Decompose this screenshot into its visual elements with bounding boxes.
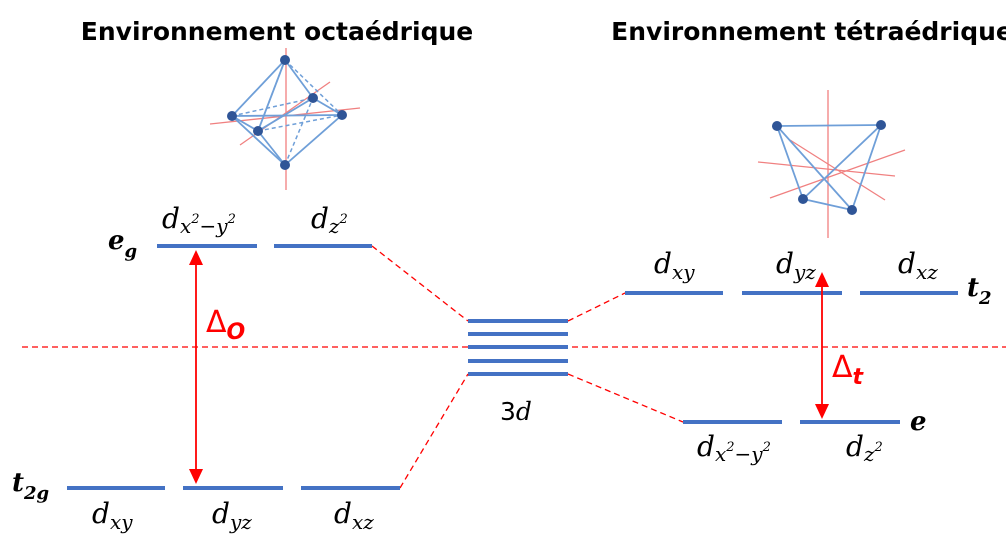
connector-t2g xyxy=(399,373,469,489)
e-orbital-z2: dz2 xyxy=(846,430,883,466)
t2g-orbital-yz: dyz xyxy=(212,497,252,534)
t2g-orbital-xy: dxy xyxy=(92,497,133,534)
e-orbital-x2y2: dx2−y2 xyxy=(697,430,771,466)
center-3d-levels xyxy=(468,319,568,376)
connector-e xyxy=(567,373,684,423)
connector-t2 xyxy=(567,292,626,322)
eg-orbital-x2y2: dx2−y2 xyxy=(162,202,236,238)
3d-label: 3d xyxy=(500,397,532,426)
t2g-orbital-xz: dxz xyxy=(334,497,374,534)
e-label: e xyxy=(910,407,927,437)
eg-label: eg xyxy=(108,226,137,262)
delta-o-arrow xyxy=(189,250,203,484)
eg-orbital-z2: dz2 xyxy=(311,202,348,238)
delta-t-label: Δt xyxy=(832,350,865,390)
delta-o-label: ΔO xyxy=(206,305,245,345)
tetrahedron-illustration xyxy=(757,90,906,238)
connector-eg xyxy=(371,245,469,322)
tetrahedral-title: Environnement tétraédrique xyxy=(611,17,1006,46)
t2-orbital-xz: dxz xyxy=(898,247,938,284)
delta-t-arrow xyxy=(815,272,829,419)
t2-orbital-yz: dyz xyxy=(776,247,816,284)
octahedral-title: Environnement octaédrique xyxy=(81,17,473,46)
t2-label: t2 xyxy=(967,273,992,309)
t2g-label: t2g xyxy=(12,468,49,504)
t2-orbital-xy: dxy xyxy=(654,247,695,284)
octahedron-illustration xyxy=(209,48,361,190)
